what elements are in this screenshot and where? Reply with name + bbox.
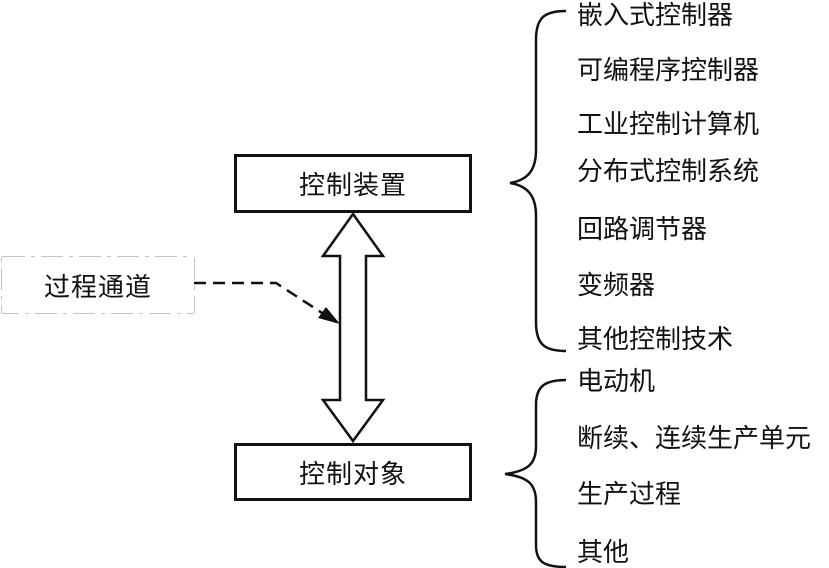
object-type-item: 断续、连续生产单元 xyxy=(577,424,812,454)
device-types-brace xyxy=(509,9,567,353)
double-arrow-icon xyxy=(320,211,386,444)
process-channel-label: 过程通道 xyxy=(43,272,152,303)
process-channel-box: 过程通道 xyxy=(2,257,194,313)
control-device-box: 控制装置 xyxy=(234,154,472,213)
device-type-item: 变频器 xyxy=(577,271,656,301)
control-device-label: 控制装置 xyxy=(298,171,407,201)
control-object-box: 控制对象 xyxy=(234,443,472,501)
object-types-brace xyxy=(504,378,567,568)
channel-connector-line xyxy=(194,281,337,324)
device-type-item: 回路调节器 xyxy=(577,215,708,245)
object-type-item: 其他 xyxy=(577,538,630,568)
device-type-item: 分布式控制系统 xyxy=(577,157,760,187)
control-object-label: 控制对象 xyxy=(298,459,407,490)
device-type-item: 工业控制计算机 xyxy=(577,110,760,140)
object-type-item: 电动机 xyxy=(577,367,656,397)
object-type-item: 生产过程 xyxy=(577,480,682,510)
connector-arrowhead-icon xyxy=(318,307,340,324)
device-type-item: 可编程序控制器 xyxy=(577,56,760,86)
device-type-item: 嵌入式控制器 xyxy=(577,1,734,31)
device-type-item: 其他控制技术 xyxy=(577,325,734,355)
